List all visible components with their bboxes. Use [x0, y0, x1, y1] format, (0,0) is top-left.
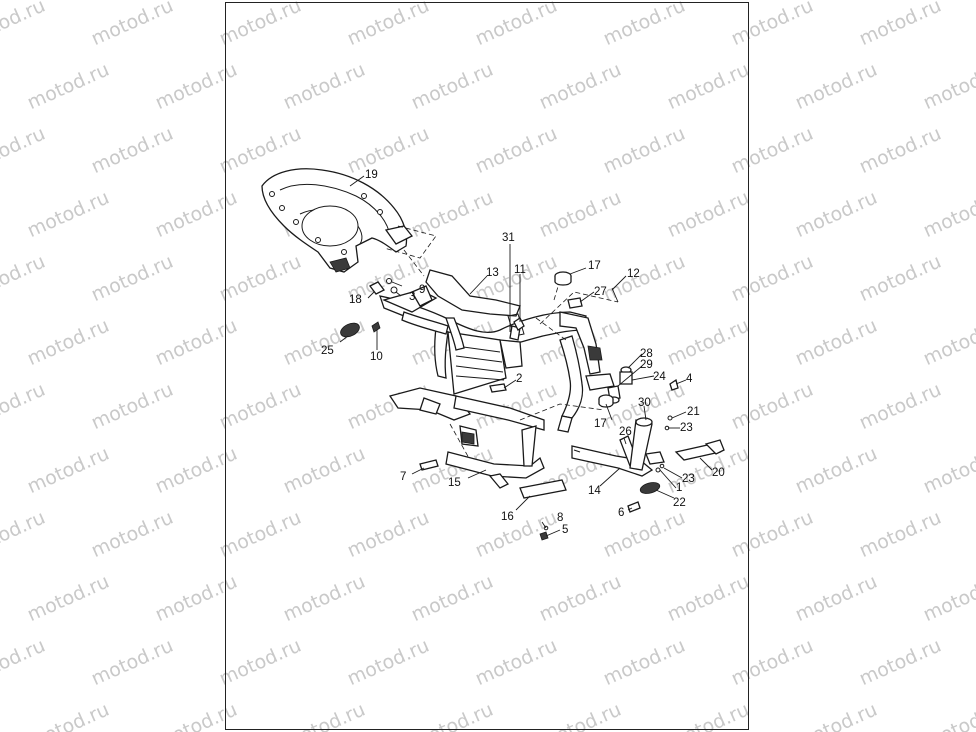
callout-24: 24 [653, 371, 666, 383]
diagram-frame [225, 2, 749, 730]
callout-9: 9 [419, 284, 425, 296]
fastener-part-21 [667, 415, 673, 421]
callout-20: 20 [712, 467, 725, 479]
leader-lines [339, 175, 713, 537]
fastener-part-1 [655, 467, 661, 473]
callout-28: 28 [640, 348, 653, 360]
callout-26: 26 [619, 426, 632, 438]
callout-17-lower: 17 [594, 418, 607, 430]
lower-rail-part-15 [445, 425, 545, 489]
callout-4: 4 [686, 373, 693, 385]
callout-19: 19 [365, 169, 378, 181]
fastener-part-18 [369, 281, 385, 295]
fastener-part-3 [390, 286, 398, 294]
callout-labels: 19 31 11 13 17 12 27 9 3 18 25 10 2 28 2… [321, 169, 725, 536]
callout-14: 14 [588, 485, 601, 497]
callout-13: 13 [486, 267, 499, 279]
callout-1: 1 [676, 482, 682, 494]
callout-23-upper: 23 [680, 422, 693, 434]
callout-15: 15 [448, 477, 461, 489]
callout-11: 11 [514, 264, 526, 276]
front-down-tube-parts [607, 366, 665, 471]
fastener-part-2 [489, 383, 507, 393]
callout-21: 21 [687, 406, 700, 418]
fastener-part-4 [669, 378, 679, 391]
callout-8: 8 [557, 512, 563, 524]
fastener-part-5 [539, 531, 549, 541]
fastener-part-9 [386, 278, 392, 284]
callout-18: 18 [349, 294, 362, 306]
fastener-part-7 [419, 459, 439, 471]
callout-12: 12 [627, 268, 640, 280]
callout-29: 29 [640, 359, 653, 371]
rear-fender-part-19 [261, 168, 414, 273]
callout-27: 27 [594, 286, 607, 298]
callout-5: 5 [562, 524, 568, 536]
skid-plate-part-16 [519, 479, 567, 499]
main-frame-part-13 [379, 269, 615, 447]
fastener-part-11 [513, 317, 525, 331]
callout-30: 30 [638, 397, 651, 409]
grommet-part-17-lower [598, 394, 614, 408]
callout-10: 10 [370, 351, 383, 363]
pad-part-22 [639, 482, 661, 494]
callout-7: 7 [400, 471, 406, 483]
callout-22: 22 [673, 497, 686, 509]
reflector-part-25 [340, 322, 360, 338]
grommet-part-17-upper [554, 271, 572, 286]
callout-3: 3 [409, 291, 415, 303]
fastener-part-10 [371, 321, 381, 333]
callout-23-lower: 23 [682, 473, 695, 485]
callout-25: 25 [321, 345, 334, 357]
callout-16: 16 [501, 511, 514, 523]
callout-31: 31 [502, 232, 515, 244]
callout-6: 6 [618, 507, 624, 519]
fastener-part-6 [627, 501, 641, 513]
bracket-part-27 [567, 297, 583, 309]
jiffy-stand-part-20 [674, 439, 725, 461]
callout-17-upper: 17 [588, 260, 601, 272]
callout-2: 2 [516, 373, 522, 385]
